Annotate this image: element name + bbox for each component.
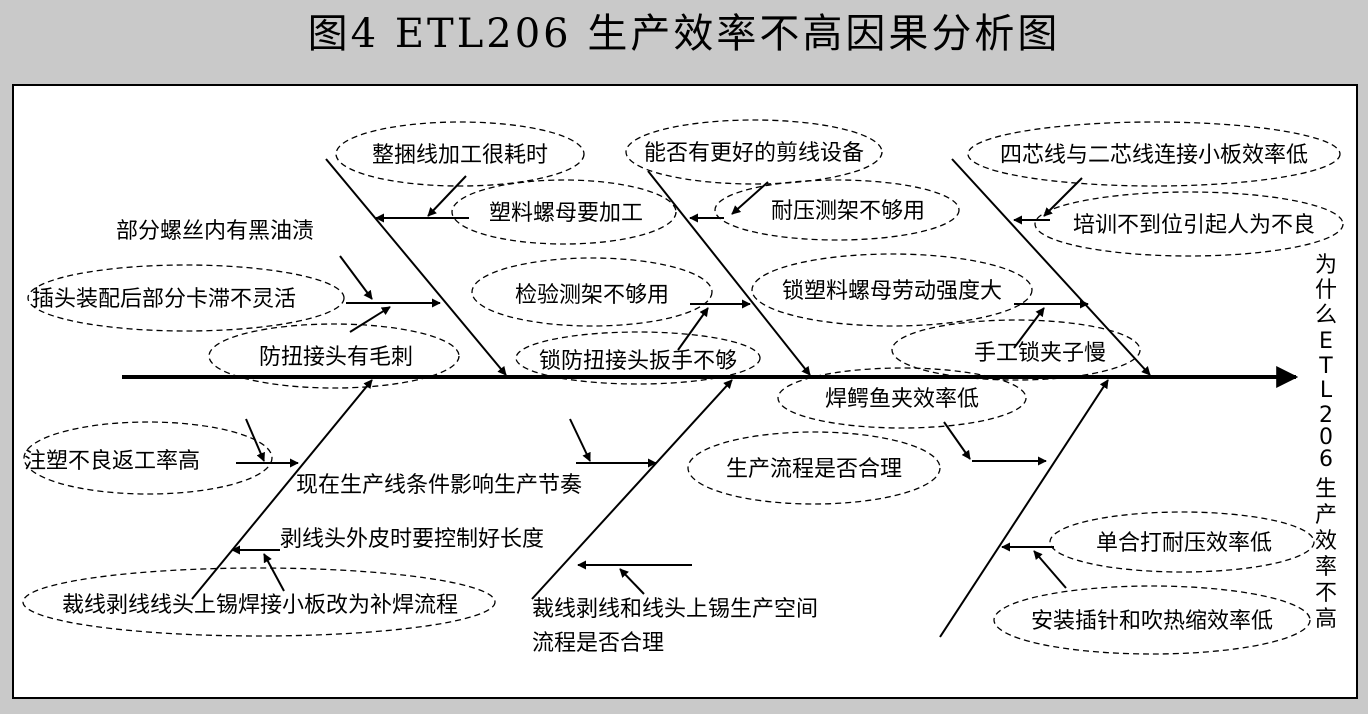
- label-c7: 耐压测架不够用: [771, 199, 925, 224]
- bone-lower-2: [531, 379, 733, 600]
- label-c14: 焊鳄鱼夹效率低: [825, 387, 979, 412]
- ellipse-c7: [714, 179, 960, 241]
- branch-c11-sub: [1043, 177, 1083, 217]
- ellipse-c22: [993, 585, 1311, 655]
- label-c18: 剥线头外皮时要控制好长度: [280, 527, 544, 552]
- ellipse-c11: [967, 121, 1341, 187]
- effect-char-7: 0: [1319, 425, 1333, 450]
- label-c20a: 裁线剥线和线头上锡生产空间: [532, 597, 818, 622]
- ellipse-c9: [751, 253, 1033, 327]
- effect-char-14: 不: [1315, 581, 1337, 606]
- ellipse-c8: [471, 257, 713, 327]
- ellipse-c14: [777, 367, 1027, 429]
- ellipse-c15: [23, 421, 273, 495]
- effect-char-10: 生: [1315, 477, 1337, 502]
- bone-lower-1: [191, 379, 373, 600]
- effect-char-12: 效: [1315, 529, 1337, 554]
- branch-c1-sub: [427, 175, 467, 217]
- label-c16: 现在生产线条件影响生产节奏: [296, 473, 582, 498]
- label-c1: 整捆线加工很耗时: [372, 143, 548, 168]
- branch-c13-sub: [1013, 307, 1045, 349]
- effect-char-15: 高: [1315, 607, 1337, 632]
- effect-char-8: 6: [1319, 447, 1333, 472]
- ellipse-c5: [208, 323, 460, 389]
- label-c20b: 流程是否合理: [532, 631, 664, 656]
- branch-c22-sub: [1033, 550, 1067, 589]
- branch-c6-sub: [731, 181, 769, 215]
- bone-upper-1: [325, 158, 507, 376]
- label-c21: 单合打耐压效率低: [1096, 531, 1272, 556]
- label-c10: 锁防扭接头扳手不够: [539, 349, 737, 374]
- ellipse-c6: [625, 119, 883, 185]
- branch-c16-sub: [569, 418, 591, 462]
- effect-char-6: 2: [1319, 403, 1333, 428]
- branch-c19-sub: [263, 553, 285, 592]
- ellipse-c2: [451, 179, 677, 245]
- effect-char-5: L: [1320, 378, 1333, 403]
- ellipse-c10: [515, 331, 761, 385]
- label-c9: 锁塑料螺母劳动强度大: [782, 279, 1002, 304]
- branch-c20-sub: [619, 568, 645, 595]
- branch-c5-sub: [349, 306, 391, 333]
- label-c8: 检验测架不够用: [515, 283, 669, 308]
- figure-title: 图4 ETL206 生产效率不高因果分析图: [307, 11, 1061, 57]
- effect-char-3: E: [1319, 329, 1333, 354]
- effect-char-0: 为: [1315, 253, 1337, 278]
- effect-label: 为 什 么 E T L 2 0 6 生 产 效 率 不 高: [1315, 253, 1337, 632]
- effect-char-11: 产: [1315, 503, 1337, 528]
- ellipse-c21: [1049, 511, 1315, 573]
- bone-lower-3: [939, 379, 1109, 638]
- label-c15: 注塑不良返工率高: [24, 449, 200, 474]
- label-c2: 塑料螺母要加工: [489, 201, 643, 226]
- label-c12: 培训不到位引起人为不良: [1073, 213, 1315, 238]
- ellipse-c19: [22, 567, 496, 637]
- branch-c10-sub: [677, 307, 709, 351]
- label-c5: 防扭接头有毛刺: [259, 345, 413, 370]
- branch-c15-sub: [245, 418, 265, 462]
- label-c6: 能否有更好的剪线设备: [644, 141, 864, 166]
- ellipse-c4: [27, 264, 345, 332]
- label-c17: 生产流程是否合理: [726, 457, 902, 482]
- branch-c14-sub: [943, 421, 971, 460]
- fishbone-diagram: 整捆线加工很耗时 塑料螺母要加工 部分螺丝内有黑油渍 插头装配后部分卡滞不灵活 …: [12, 84, 1358, 699]
- bone-upper-2: [647, 170, 811, 376]
- effect-char-4: T: [1318, 354, 1333, 379]
- effect-char-2: 么: [1315, 303, 1337, 328]
- effect-char-13: 率: [1315, 555, 1337, 580]
- ellipse-c12: [1034, 191, 1344, 257]
- branch-c3-sub: [339, 255, 373, 300]
- label-c3: 部分螺丝内有黑油渍: [116, 219, 314, 244]
- label-c19: 裁线剥线线头上锡焊接小板改为补焊流程: [62, 593, 458, 618]
- effect-char-1: 什: [1315, 278, 1337, 303]
- ellipse-c1: [335, 121, 585, 187]
- label-c13: 手工锁夹子慢: [974, 341, 1106, 366]
- label-c11: 四芯线与二芯线连接小板效率低: [1000, 143, 1308, 168]
- bone-upper-3: [951, 158, 1151, 376]
- label-c4: 插头装配后部分卡滞不灵活: [32, 287, 296, 312]
- ellipse-c13: [891, 319, 1141, 381]
- ellipse-c17: [687, 431, 941, 505]
- label-c22: 安装插针和吹热缩效率低: [1031, 609, 1273, 634]
